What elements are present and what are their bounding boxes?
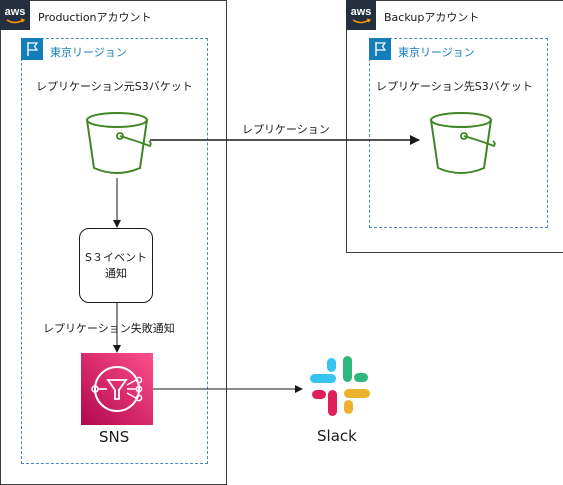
replication-failure-label: レプリケーション失敗通知 bbox=[43, 322, 175, 335]
aws-badge-text: aws bbox=[5, 6, 26, 18]
destination-bucket-label: レプリケーション先S3バケット bbox=[376, 80, 533, 93]
production-account-title: Productionアカウント bbox=[38, 11, 152, 24]
aws-logo-icon: aws bbox=[346, 0, 376, 30]
sns-icon bbox=[81, 353, 153, 425]
aws-badge-text: aws bbox=[351, 6, 372, 18]
production-region-title: 東京リージョン bbox=[50, 46, 127, 59]
s3-bucket-icon bbox=[424, 106, 498, 184]
aws-logo-icon: aws bbox=[0, 0, 30, 30]
backup-account-title: Backupアカウント bbox=[384, 11, 480, 24]
slack-logo-icon bbox=[306, 352, 374, 424]
sns-label: SNS bbox=[99, 428, 130, 446]
slack-label: Slack bbox=[317, 427, 357, 445]
region-flag-icon bbox=[21, 38, 43, 60]
backup-region-group bbox=[369, 38, 548, 228]
replication-label: レプリケーション bbox=[242, 123, 330, 136]
production-region-group bbox=[21, 38, 208, 464]
source-bucket-label: レプリケーション元S3バケット bbox=[36, 80, 193, 93]
backup-region-title: 東京リージョン bbox=[398, 46, 475, 59]
region-flag-icon bbox=[369, 38, 391, 60]
s3-event-line-2: 通知 bbox=[105, 266, 127, 280]
s3-event-line-1: S３イベント bbox=[85, 250, 147, 264]
s3-event-notification-box: S３イベント 通知 bbox=[79, 228, 153, 303]
s3-bucket-icon bbox=[80, 106, 154, 184]
